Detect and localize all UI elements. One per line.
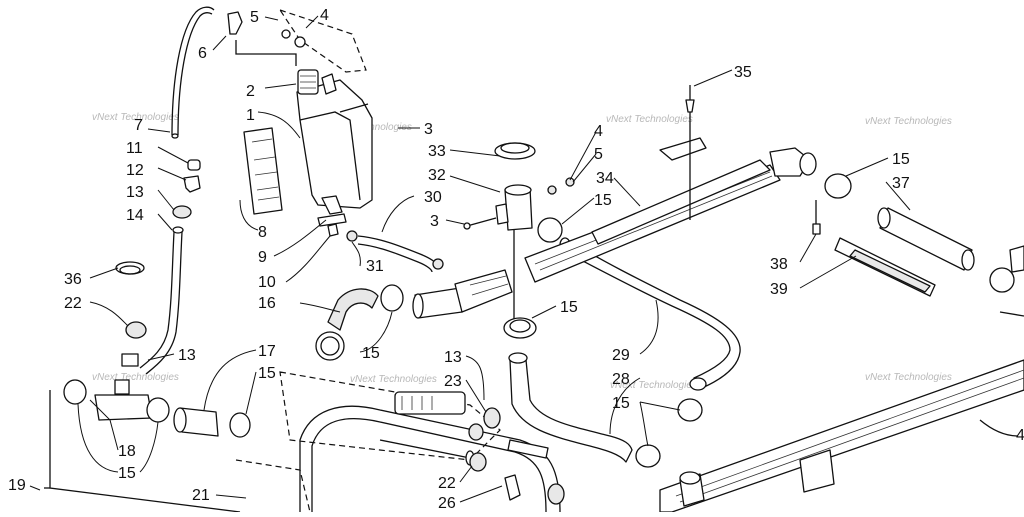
- hose-28: [503, 317, 633, 463]
- callout-35: 35: [734, 64, 752, 81]
- callout-12: 12: [126, 162, 144, 179]
- leader-lines: [29, 15, 911, 503]
- callout-29: 29: [612, 347, 630, 364]
- reservoir-decal: [243, 127, 283, 215]
- callout-36: 36: [64, 271, 82, 288]
- callout-26: 26: [438, 495, 456, 512]
- callout-17: 17: [258, 343, 276, 360]
- clamps-middle: [635, 398, 703, 468]
- callout-8: 8: [258, 224, 267, 241]
- heat-exchanger-upper: [524, 137, 852, 283]
- watermark: vNext Technologies: [865, 116, 952, 127]
- clamps-left: [115, 261, 147, 367]
- callout-32: 32: [428, 167, 446, 184]
- watermark: vNext Technologies: [610, 380, 697, 391]
- callout-21: 21: [192, 487, 210, 504]
- watermark: vNext Technologies: [350, 374, 437, 385]
- callout-16: 16: [258, 295, 276, 312]
- callout-13: 13: [178, 347, 196, 364]
- watermark: vNext Technologies: [92, 112, 179, 123]
- callout-28: 28: [612, 371, 630, 388]
- callout-4: 4: [1016, 427, 1024, 444]
- callout-38: 38: [770, 256, 788, 273]
- hose-16: [315, 284, 463, 361]
- callout-22: 22: [438, 475, 456, 492]
- callout-23: 23: [444, 373, 462, 390]
- watermark: vNext Technologies: [92, 372, 179, 383]
- callout-4: 4: [594, 123, 603, 140]
- callout-11: 11: [126, 140, 143, 157]
- frame-outline: [235, 371, 561, 513]
- vent-tube: [171, 6, 243, 139]
- watermark: vNext Technologies: [865, 372, 952, 383]
- callout-6: 6: [198, 45, 207, 62]
- callout-37: 37: [892, 175, 910, 192]
- lower-left-pipe: [63, 379, 251, 438]
- callout-13: 13: [444, 349, 462, 366]
- callout-5: 5: [250, 9, 259, 26]
- water-outlet: [463, 142, 575, 320]
- callout-15: 15: [362, 345, 380, 362]
- callout-7: 7: [134, 117, 143, 134]
- callout-15: 15: [258, 365, 276, 382]
- callout-14: 14: [126, 207, 144, 224]
- callout-numbers: 5 4 6 7 2 1 3 11 12 13 14 8 9 10 36 22 1…: [8, 7, 1024, 512]
- callout-15: 15: [560, 299, 578, 316]
- hose-30: [346, 230, 444, 273]
- callout-4: 4: [320, 7, 329, 24]
- bleed-screw-35: [685, 85, 695, 220]
- bracket-39: [812, 200, 936, 297]
- mounting-bracket: [235, 8, 367, 73]
- callout-39: 39: [770, 281, 788, 298]
- hose-37: [877, 207, 1024, 293]
- callout-13: 13: [126, 184, 144, 201]
- callout-30: 30: [424, 189, 442, 206]
- callout-15: 15: [892, 151, 910, 168]
- callout-10: 10: [258, 274, 276, 291]
- callout-9: 9: [258, 249, 267, 266]
- callout-22: 22: [64, 295, 82, 312]
- callout-19: 19: [8, 477, 26, 494]
- callout-15: 15: [594, 192, 612, 209]
- callout-18: 18: [118, 443, 136, 460]
- callout-15: 15: [612, 395, 630, 412]
- callout-1: 1: [246, 107, 255, 124]
- frame-bracket-19: [44, 390, 241, 513]
- callout-3: 3: [424, 121, 433, 138]
- filler-neck: [454, 269, 513, 313]
- callout-3: 3: [430, 213, 439, 230]
- fitting-9: [317, 213, 347, 237]
- drain-parts-left: [139, 159, 201, 375]
- callout-34: 34: [596, 170, 614, 187]
- callout-15: 15: [118, 465, 136, 482]
- callout-31: 31: [366, 258, 384, 275]
- callout-5: 5: [594, 146, 603, 163]
- small-fittings-middle: [468, 407, 565, 505]
- callout-2: 2: [246, 83, 255, 100]
- coolant-reservoir: [296, 69, 373, 215]
- callout-33: 33: [428, 143, 446, 160]
- heat-exchanger-lower: [659, 311, 1024, 513]
- watermark: vNext Technologies: [606, 114, 693, 125]
